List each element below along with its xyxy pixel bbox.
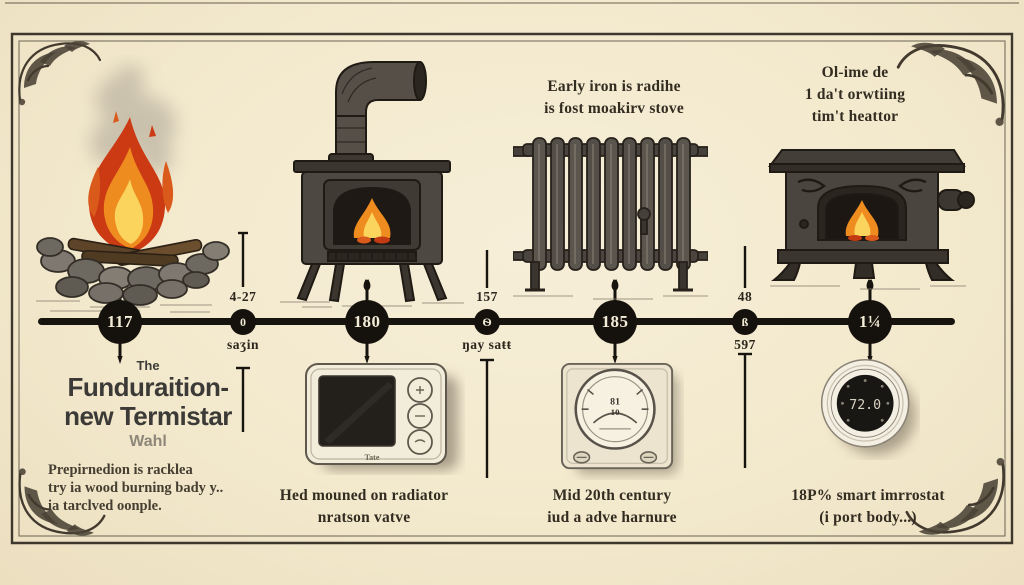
timeline-node-1: 117 bbox=[98, 300, 142, 344]
caption-line: (i port body...) bbox=[819, 509, 917, 526]
title-line: new Termistar bbox=[64, 400, 232, 431]
display-ticks bbox=[841, 379, 890, 422]
caption-line: Ol-ime de bbox=[821, 64, 889, 81]
caption-line: 18P% smart imrrostat bbox=[791, 487, 945, 504]
title-subtitle: Wahl bbox=[129, 433, 167, 451]
paragraph-line: ia tarclved oonple. bbox=[48, 498, 162, 515]
caption-line: Mid 20th century bbox=[552, 487, 672, 504]
right-stove-caption: Ol-ime de 1 da't orwtiing tim't heattor bbox=[705, 62, 1005, 128]
timeline-node-label: Ѳ bbox=[482, 314, 492, 329]
timeline-node-label: ß bbox=[741, 314, 749, 329]
stone-ring bbox=[36, 237, 230, 306]
timeline-node-5: 185 bbox=[593, 300, 637, 344]
caption-line: nratson vatve bbox=[317, 509, 411, 526]
title-pre: The bbox=[136, 358, 160, 373]
title-line: Funduraition- bbox=[67, 372, 229, 402]
box-stove-illustration bbox=[768, 149, 975, 290]
intro-paragraph: Prepirnedion is racklea try ia wood burn… bbox=[28, 461, 268, 515]
dial-label-top: 81 bbox=[610, 396, 620, 407]
timeline-node-7: 1¼ bbox=[848, 300, 892, 344]
caption-line: Early iron is radihe bbox=[547, 78, 681, 95]
dial-thermostat-illustration: 81 10 bbox=[560, 362, 679, 475]
timeline-node-label: 0 bbox=[240, 314, 246, 329]
flames bbox=[88, 111, 174, 254]
timeline-node-label: 185 bbox=[601, 312, 629, 331]
digital-thermostat-caption: Hed mouned on radiator nratson vatve bbox=[204, 485, 524, 529]
smart-thermostat-caption: 18P% smart imrrostat (i port body...) bbox=[708, 485, 1024, 529]
caption-line: tim't heattor bbox=[811, 108, 899, 125]
timeline-label-below: ŋay saŧŧ bbox=[462, 337, 512, 352]
timeline-label-above: 157 bbox=[476, 289, 498, 304]
smoke bbox=[90, 65, 176, 175]
dial-thermostat-caption: Mid 20th century iud a adve harnure bbox=[452, 485, 772, 529]
radiator-fins bbox=[532, 137, 691, 271]
timeline-node-6: ß bbox=[732, 309, 758, 335]
timeline-node-3: 180 bbox=[345, 300, 389, 344]
thermostat-buttons bbox=[407, 377, 433, 455]
timeline-node-label: 117 bbox=[106, 312, 134, 331]
logs bbox=[67, 237, 203, 268]
smart-thermostat-illustration: 72.0 bbox=[820, 359, 916, 455]
timeline-label-above: 4-27 bbox=[229, 289, 257, 304]
timeline-node-label: 180 bbox=[353, 312, 381, 331]
title-block: The Funduraition- new Termistar Wahl Pre… bbox=[28, 358, 268, 515]
paragraph-line: try ia wood burning bady y.. bbox=[48, 480, 224, 497]
radiator-illustration bbox=[513, 137, 708, 300]
dial-label-bottom: 10 bbox=[611, 407, 620, 417]
smart-thermostat-display: 72.0 bbox=[849, 398, 881, 413]
caption-line: 1 da't orwtiing bbox=[804, 86, 906, 103]
caption-line: Hed mouned on radiator bbox=[279, 487, 449, 504]
timeline-label-above: 48 bbox=[737, 289, 753, 304]
timeline-label-below: saʒin bbox=[227, 337, 259, 352]
paragraph-line: Prepirnedion is racklea bbox=[48, 462, 193, 479]
digital-thermostat-label: Tate bbox=[365, 453, 380, 462]
timeline-node-2: 0 bbox=[230, 309, 256, 335]
caption-line: iud a adve harnure bbox=[547, 509, 677, 526]
digital-thermostat-illustration: Tate bbox=[305, 363, 458, 470]
timeline-node-label: 1¼ bbox=[858, 312, 882, 331]
timeline-label-below: 597 bbox=[734, 337, 756, 352]
timeline-node-4: Ѳ bbox=[474, 309, 500, 335]
radiator-caption: Early iron is radihe is fost moakirv sto… bbox=[464, 76, 764, 120]
campfire-illustration bbox=[36, 65, 230, 313]
caption-line: is fost moakirv stove bbox=[544, 100, 684, 117]
wood-stove-illustration bbox=[280, 61, 464, 308]
